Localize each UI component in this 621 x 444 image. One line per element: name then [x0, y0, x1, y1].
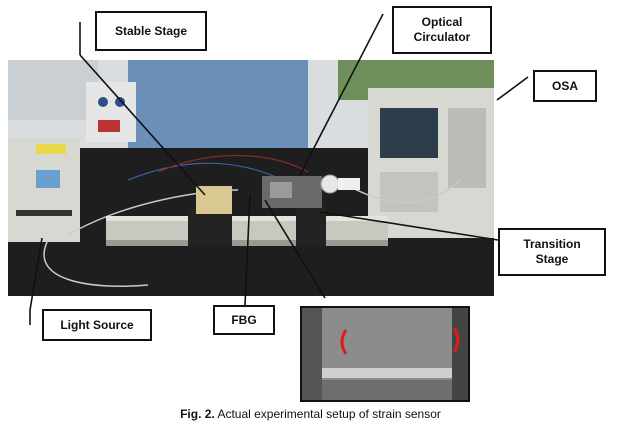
label-light-source: Light Source	[42, 309, 152, 341]
label-optical-circulator: Optical Circulator	[392, 6, 492, 54]
blue-cabinet	[128, 60, 308, 152]
fbg-closeup-inset	[300, 306, 470, 402]
light-source-display	[36, 170, 60, 188]
label-fbg: FBG	[213, 305, 275, 335]
control-label	[98, 120, 120, 132]
fiber-spool	[338, 178, 360, 190]
stage-micrometer	[270, 182, 292, 198]
closeup-right-wall	[452, 308, 468, 400]
light-source-label	[36, 144, 66, 154]
caption-text: Actual experimental setup of strain sens…	[217, 407, 441, 421]
caption-prefix: Fig. 2.	[180, 407, 215, 421]
rail-top-edge	[106, 216, 388, 221]
osa-panel	[380, 172, 438, 212]
fbg-closeup-illustration	[302, 308, 468, 400]
label-osa: OSA	[533, 70, 597, 102]
closeup-base	[322, 380, 452, 400]
knob-icon	[115, 97, 125, 107]
optical-circulator-device	[320, 174, 340, 194]
transition-stage-block	[296, 206, 326, 246]
label-stable-stage: Stable Stage	[95, 11, 207, 51]
stable-stage-mount	[196, 186, 232, 214]
label-transition-stage: Transition Stage	[498, 228, 606, 276]
osa-keypad	[448, 108, 486, 188]
light-source-panel	[16, 210, 72, 216]
fbg-highlight-left-icon	[340, 329, 348, 355]
closeup-fiber-groove	[322, 368, 452, 378]
control-box	[86, 82, 136, 142]
fbg-highlight-right-icon	[452, 327, 460, 353]
light-source-device	[8, 138, 80, 242]
closeup-left-wall	[302, 308, 322, 400]
figure-caption: Fig. 2. Actual experimental setup of str…	[0, 407, 621, 421]
osa-screen	[380, 108, 438, 158]
setup-photo-illustration	[8, 60, 494, 296]
setup-photo	[8, 60, 494, 296]
stable-stage-block	[188, 208, 232, 246]
optical-fiber	[43, 239, 149, 287]
rail-bottom-edge	[106, 240, 388, 246]
knob-icon	[98, 97, 108, 107]
window	[8, 60, 98, 120]
leader-osa	[496, 76, 529, 101]
